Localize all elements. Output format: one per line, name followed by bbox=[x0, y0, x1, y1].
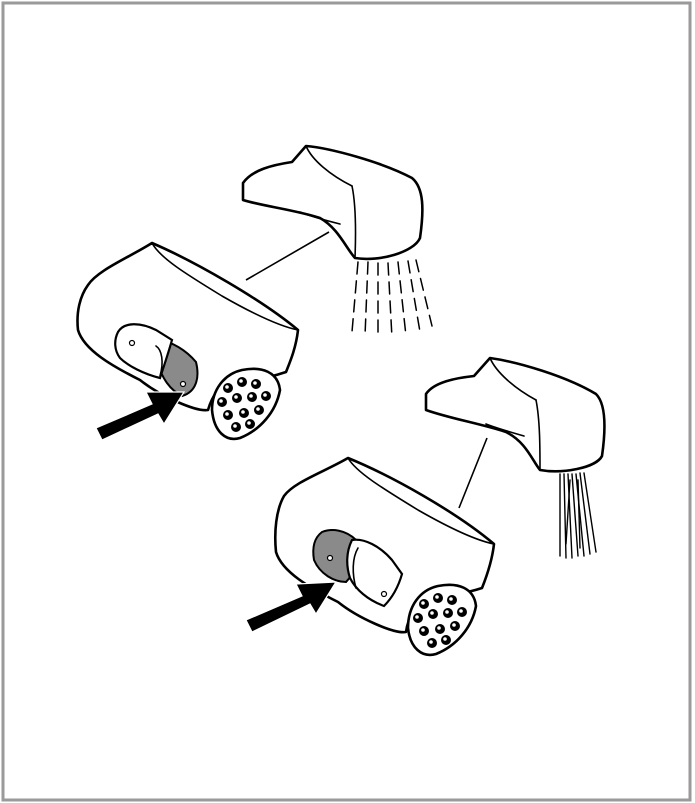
figure-frame bbox=[0, 0, 695, 803]
diagram-canvas bbox=[0, 0, 695, 803]
